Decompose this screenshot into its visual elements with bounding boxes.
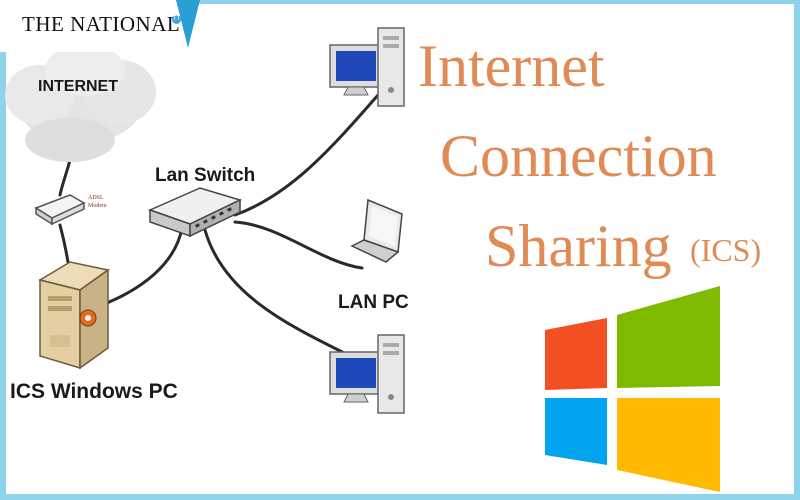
internet-label: INTERNET	[38, 78, 118, 95]
tower-icon	[38, 261, 110, 370]
cable-switch-top-pc	[233, 93, 380, 217]
laptop-icon	[350, 198, 403, 263]
cable-tower-switch	[100, 226, 184, 307]
switch-label: Lan Switch	[155, 165, 256, 186]
modem-icon	[34, 194, 86, 226]
ics-pc-label: ICS Windows PC	[10, 380, 178, 403]
desktop-icon-top	[329, 27, 405, 107]
lan-pc-label: LAN PC	[338, 292, 409, 313]
title-abbr: (ICS)	[690, 232, 762, 268]
cable-modem-tower	[58, 223, 70, 264]
cloud-icon	[5, 44, 156, 162]
cable-switch-laptop	[233, 220, 364, 270]
cable-lines	[58, 93, 380, 364]
brand-header: The National TT	[0, 0, 190, 52]
brand-accent-icon	[176, 0, 200, 48]
title-line-1: Internet	[418, 33, 605, 99]
brand-logo: The National	[22, 12, 181, 36]
windows-logo-icon	[545, 286, 720, 492]
cable-cloud-modem	[58, 158, 72, 197]
desktop-icon-bottom	[329, 334, 405, 414]
title-line-3: Sharing	[485, 213, 672, 279]
switch-icon	[147, 187, 243, 238]
cable-switch-bottom-pc	[203, 228, 364, 364]
modem-label: ADSL Modem	[88, 195, 107, 209]
title-line-2: Connection	[440, 123, 717, 189]
